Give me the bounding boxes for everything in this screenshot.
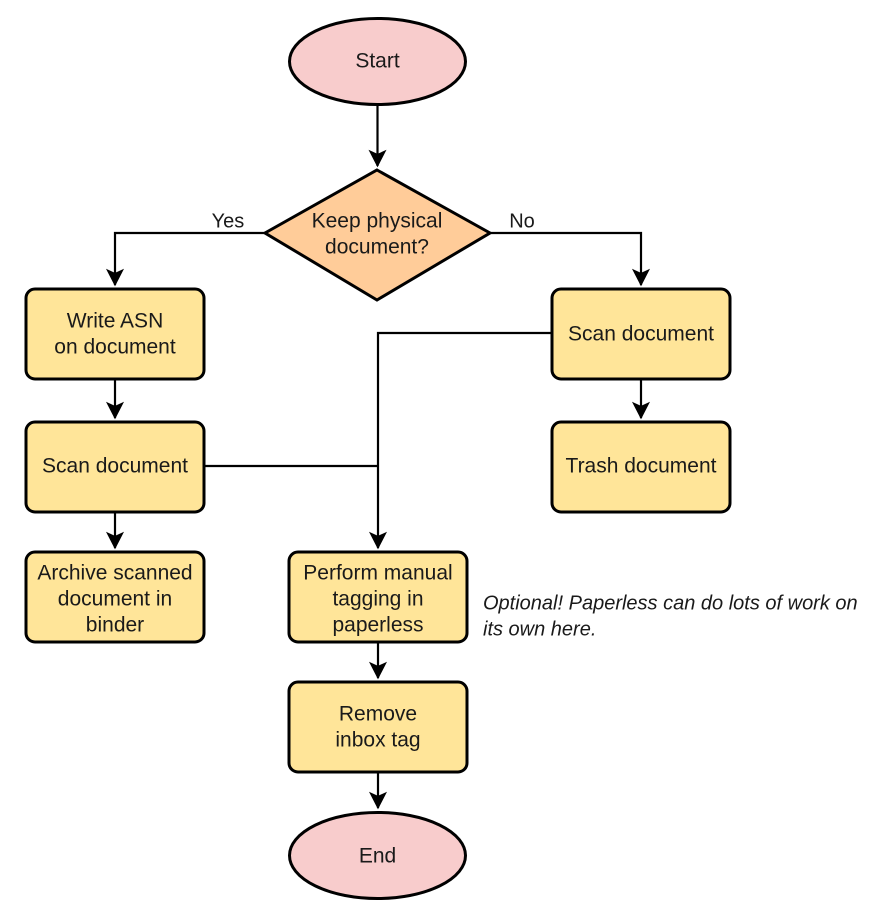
write-asn-label-line2: on document [54, 336, 176, 359]
node-trash-document[interactable]: Trash document [550, 420, 732, 514]
end-label: End [359, 845, 396, 868]
edge-decision-no-to-scan-right [490, 231, 651, 287]
decision-label-line1: Keep physical [312, 210, 443, 233]
archive-label-line3: binder [86, 614, 144, 637]
edge-decision-yes-to-write-asn [105, 231, 265, 287]
archive-label-line1: Archive scanned [37, 562, 192, 585]
write-asn-box-shape [24, 287, 206, 381]
node-perform-manual-tagging[interactable]: Perform manual tagging in paperless [287, 550, 469, 644]
start-label: Start [355, 50, 400, 73]
remove-inbox-label-line1: Remove [339, 703, 417, 726]
remove-inbox-label-line2: inbox tag [335, 729, 420, 752]
remove-inbox-box-shape [287, 680, 469, 774]
manual-tagging-box-shape [287, 550, 469, 644]
write-asn-label-line1: Write ASN [67, 310, 163, 333]
scan-right-box-shape [550, 287, 732, 381]
optional-note-line2: its own here. [483, 618, 596, 640]
scan-right-label: Scan document [568, 323, 714, 346]
archive-label-line2: document in [58, 588, 172, 611]
archive-box-shape [24, 550, 206, 644]
node-remove-inbox-tag[interactable]: Remove inbox tag [287, 680, 469, 774]
scan-left-label: Scan document [42, 455, 188, 478]
annotation-optional-note: Optional! Paperless can do lots of work … [483, 592, 858, 640]
node-decision-keep-physical-document[interactable]: Keep physical document? [262, 168, 494, 302]
scan-left-box-shape [24, 420, 206, 514]
node-start[interactable]: Start [288, 17, 467, 106]
node-scan-document-left[interactable]: Scan document [24, 420, 206, 514]
edge-label-yes: Yes [212, 210, 245, 232]
edge-scan-right-to-manual-tagging [368, 331, 552, 550]
manual-tagging-label-line2: tagging in [332, 588, 423, 611]
node-write-asn-on-document[interactable]: Write ASN on document [24, 287, 206, 381]
end-ellipse-shape [288, 811, 467, 900]
edge-labels-layer: Yes No [212, 210, 535, 232]
manual-tagging-label-line3: paperless [332, 614, 423, 637]
decision-label-line2: document? [325, 236, 429, 259]
node-archive-scanned-document[interactable]: Archive scanned document in binder [24, 550, 206, 644]
node-scan-document-right[interactable]: Scan document [550, 287, 732, 381]
edges-layer [105, 105, 651, 810]
manual-tagging-label-line1: Perform manual [303, 562, 452, 585]
decision-diamond-shape [262, 168, 494, 302]
edge-label-no: No [509, 210, 535, 232]
trash-label: Trash document [566, 455, 717, 478]
node-end[interactable]: End [288, 811, 467, 900]
trash-box-shape [550, 420, 732, 514]
optional-note-line1: Optional! Paperless can do lots of work … [483, 592, 858, 614]
start-ellipse-shape [288, 17, 467, 106]
